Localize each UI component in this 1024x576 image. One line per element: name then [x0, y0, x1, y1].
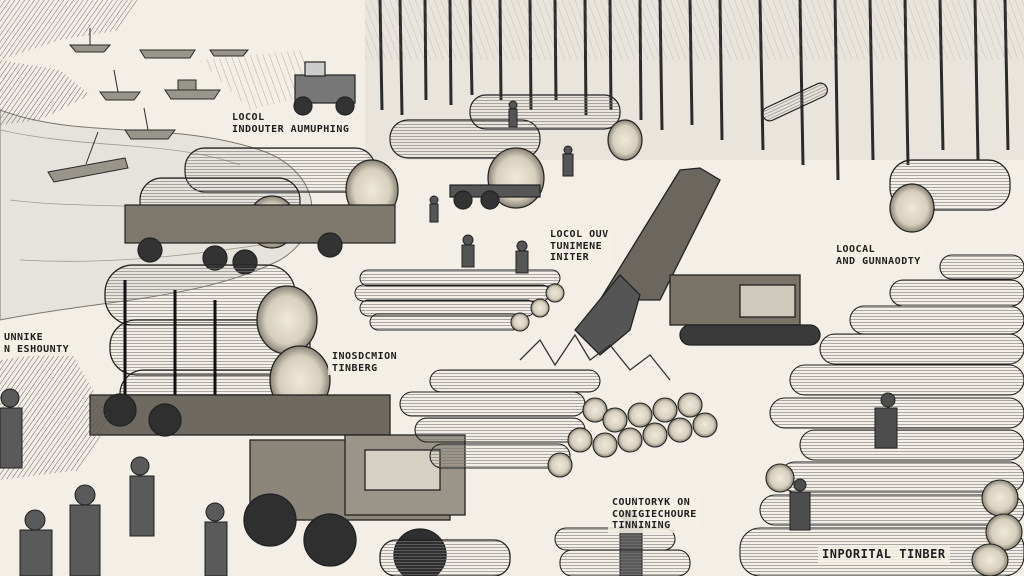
- label-top-left-line1: LOCOL: [232, 112, 265, 123]
- left-log-truck: [124, 147, 399, 275]
- excavator: [574, 167, 821, 356]
- bushes-left: [0, 350, 110, 480]
- far-tractor: [293, 61, 356, 116]
- boats: [47, 28, 250, 183]
- label-bottom-center-line3: TINNINING: [612, 520, 671, 531]
- fallen-logs-right: [762, 82, 1011, 233]
- label-bottom-center-line1: COUNTORYK ON: [612, 497, 691, 508]
- label-center-line1: LOCOL OUV: [550, 229, 609, 240]
- label-right-line1: LOOCAL: [836, 244, 876, 255]
- distant-shore-trees: [0, 0, 330, 125]
- label-bottom-right-line1: INPORITAL TINBER: [822, 547, 946, 561]
- label-top-left: LOCOL INDOUTER AUMUPHING: [232, 112, 349, 135]
- label-bottom-center: COUNTORYK ON CONIGIECHOURE TINNINING: [608, 496, 701, 533]
- workers-middle: [429, 100, 574, 274]
- label-mid-truck-line2: TINBERG: [332, 362, 378, 374]
- bottom-center-logs: [554, 527, 691, 576]
- label-mid-truck-line1: INOSDCMION: [332, 351, 398, 362]
- label-bottom-right: INPORITAL TINBER: [818, 547, 950, 563]
- middle-log-pile: [354, 269, 565, 332]
- label-left-edge-line2: N ESHOUNTY: [4, 343, 70, 355]
- label-right-line2: AND GUNNAODTY: [836, 255, 921, 267]
- label-left-edge-line1: UNNIKE: [4, 332, 44, 343]
- label-bottom-center-line2: CONIGIECHOURE: [612, 508, 697, 520]
- workers-right: [789, 392, 898, 531]
- label-center-line3: INITER: [550, 252, 590, 263]
- right-log-stack: [739, 254, 1024, 576]
- label-left-edge: UNNIKE N ESHOUNTY: [0, 331, 74, 356]
- main-log-truck: [89, 264, 511, 576]
- upper-log-trailer: [389, 94, 643, 210]
- label-center-line2: TUNIMENE: [550, 240, 603, 252]
- label-center: LOCOL OUV TUNIMENE INITER: [546, 228, 613, 265]
- log-pile-center: [399, 333, 718, 478]
- label-mid-truck: INOSDCMION TINBERG: [328, 350, 402, 375]
- label-top-left-line2: INDOUTER AUMUPHING: [232, 123, 350, 135]
- label-right: LOOCAL AND GUNNAODTY: [832, 243, 925, 268]
